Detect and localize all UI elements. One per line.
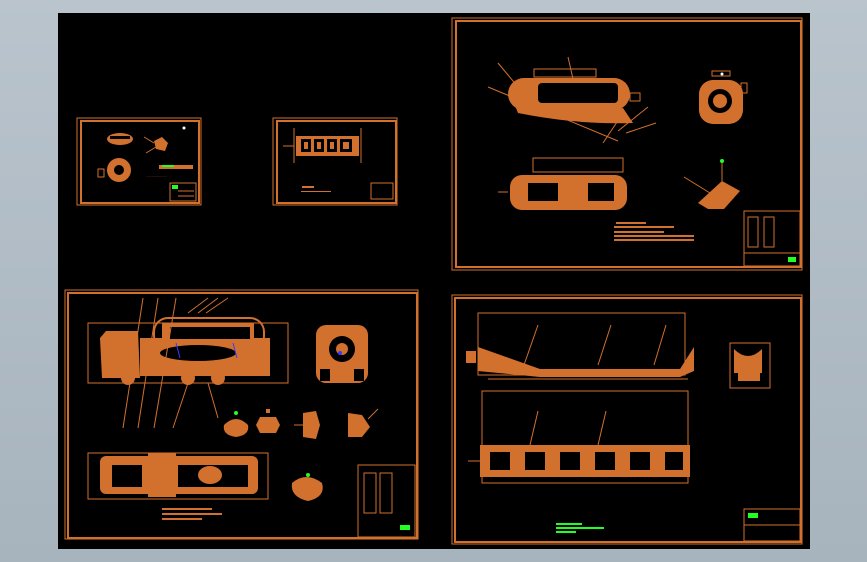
trough-side-view [466,312,694,380]
sheet-belt-frame-assembly[interactable] [451,17,803,271]
part-fitting [143,136,168,154]
box-assembly-view [296,136,359,156]
cad-drawing-canvas[interactable]: .o { fill:none; stroke:#d2702e; stroke-w… [58,13,810,549]
notes [556,523,604,533]
bracket-detail [683,159,740,209]
frame-side-view [498,157,627,210]
end-view-wheel [699,70,748,124]
notes [162,508,222,520]
sheet-trough-frame-detail[interactable] [451,294,803,545]
trough-end-view [729,342,771,389]
frame-top-view [487,56,657,144]
leader-lines [122,297,229,429]
title-block [357,464,416,538]
cad-drawing: .o { fill:none; stroke:#d2702e; stroke-w… [64,17,803,545]
cover-part [291,473,323,501]
frame-bottom-view [87,452,269,500]
title-block [743,210,801,267]
truck-end-view [316,325,368,383]
sheet-box-assembly[interactable] [272,117,398,206]
ladder-frame-view [468,390,690,484]
technical-notes [614,222,694,241]
svg-text:......................: ...................... [146,174,167,178]
title-block [743,508,801,542]
sheet-parts-overview[interactable]: ...................... [76,117,202,206]
truck-side-view [87,317,289,385]
part-cap [107,133,133,145]
sheet-truck-and-frame-assembly[interactable] [64,289,419,540]
part-gear [107,158,131,182]
parts-row [223,408,379,439]
